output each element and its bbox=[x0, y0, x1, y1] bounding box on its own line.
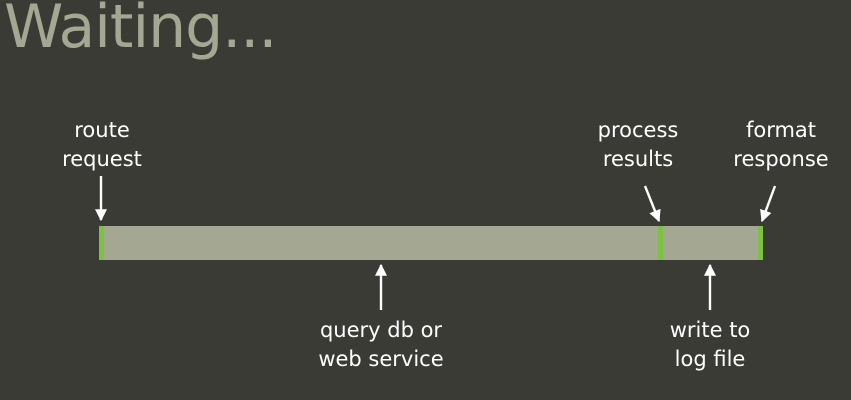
label-format-response-line1: format bbox=[745, 118, 817, 142]
timeline-tick-end bbox=[758, 226, 763, 260]
label-process-results-line2: results bbox=[602, 147, 674, 171]
label-write-log-line2: log file bbox=[674, 347, 746, 371]
timeline-tick-process bbox=[658, 226, 663, 260]
label-write-log-line1: write to bbox=[669, 318, 751, 342]
label-format-response: format response bbox=[726, 116, 836, 174]
slide-title: Waiting... bbox=[4, 0, 277, 62]
arrow-format-response bbox=[760, 185, 777, 223]
label-query-db-line1: query db or bbox=[319, 318, 443, 342]
label-query-db-line2: web service bbox=[318, 347, 444, 371]
label-route-request-line1: route bbox=[74, 118, 130, 142]
label-write-log: write to log file bbox=[650, 316, 770, 374]
label-route-request-line2: request bbox=[62, 147, 142, 171]
label-process-results-line1: process bbox=[597, 118, 679, 142]
timeline-bar bbox=[99, 226, 763, 260]
label-process-results: process results bbox=[583, 116, 693, 174]
arrow-process-results bbox=[643, 185, 661, 223]
label-route-request: route request bbox=[52, 116, 152, 174]
label-format-response-line2: response bbox=[733, 147, 829, 171]
label-query-db: query db or web service bbox=[301, 316, 461, 374]
timeline-tick-start bbox=[99, 226, 104, 260]
